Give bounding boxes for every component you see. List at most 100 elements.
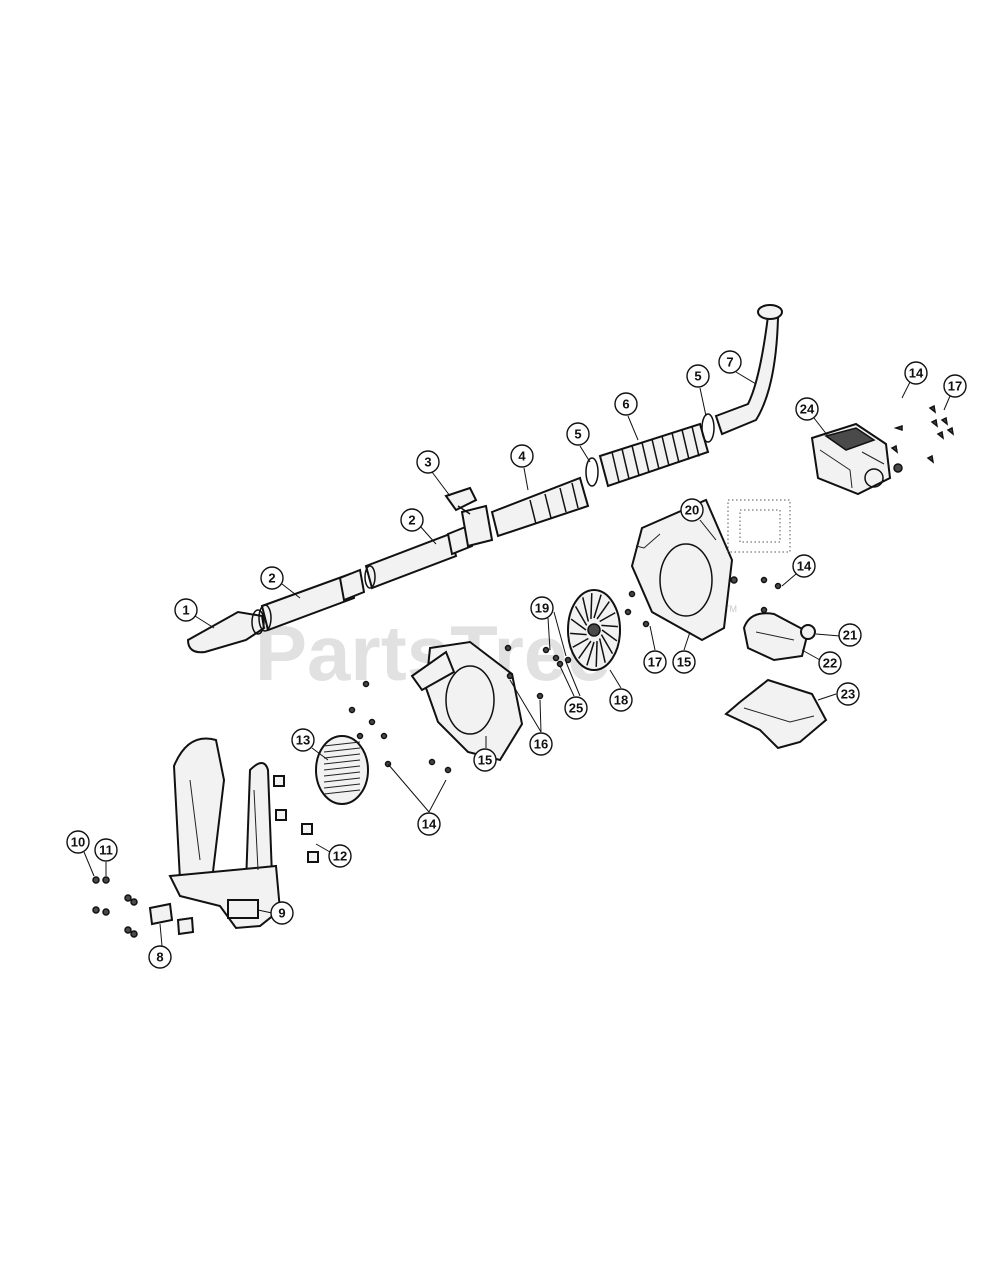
part-fan-housing-rear <box>630 498 738 642</box>
part-handle-swivel <box>444 486 494 548</box>
callout-label: 1 <box>182 603 189 618</box>
callout-24: 24 <box>795 397 819 421</box>
callout-20: 20 <box>680 498 704 522</box>
callout-circle <box>416 450 440 474</box>
part-backpack-frame <box>168 737 282 930</box>
callout-circle <box>566 422 590 446</box>
leader-line <box>83 851 95 877</box>
callout-3: 3 <box>416 450 440 474</box>
callout-circle <box>148 945 172 969</box>
leader-line <box>817 693 837 701</box>
leader-line <box>428 779 447 813</box>
callout-label: 14 <box>422 817 437 832</box>
leader-line <box>627 415 639 441</box>
grill-slat <box>323 777 361 783</box>
callout-8: 8 <box>148 945 172 969</box>
callout-circle <box>943 374 967 398</box>
leader-line <box>813 417 829 437</box>
part-impeller-fan <box>567 589 621 671</box>
callout-label: 12 <box>333 849 347 864</box>
callout-circle <box>838 623 862 647</box>
part-tank-shell <box>742 612 810 662</box>
hose-rib <box>631 445 640 476</box>
grill-slat <box>323 765 361 771</box>
leader-line <box>159 923 163 947</box>
leader-line <box>523 467 529 491</box>
part-swivel-tube <box>490 476 590 538</box>
leader-line <box>943 395 951 411</box>
part-nozzle <box>186 609 266 654</box>
fan-blade <box>574 605 588 626</box>
callout-circle <box>564 696 588 720</box>
callout-22: 22 <box>818 651 842 675</box>
screws-top-right <box>890 404 955 464</box>
hose-rib <box>651 439 660 470</box>
leader-line <box>801 649 821 661</box>
grill-slat <box>323 759 361 765</box>
grill-slat <box>323 747 361 753</box>
part-dotted-gasket <box>727 499 791 553</box>
callout-label: 9 <box>278 906 285 921</box>
leader-line <box>419 525 437 545</box>
leader-line <box>781 573 797 587</box>
callout-label: 23 <box>841 687 855 702</box>
part-intake-grill <box>315 735 369 805</box>
leader-line <box>547 617 551 651</box>
callout-circle <box>792 554 816 578</box>
callout-circle <box>94 838 118 862</box>
part-corrugated-hose <box>598 422 710 488</box>
hose-rib <box>611 451 620 483</box>
part-tube-lower <box>258 568 366 632</box>
callout-10: 10 <box>66 830 90 854</box>
part-clamp-ring-right <box>701 413 715 443</box>
callout-17: 17 <box>943 374 967 398</box>
callout-circle <box>530 596 554 620</box>
leader-line <box>559 665 575 697</box>
hose-rib <box>641 442 650 473</box>
fan-blade <box>601 629 618 642</box>
callout-circle <box>672 650 696 674</box>
grill-slat <box>323 789 361 795</box>
leader-line <box>901 381 911 399</box>
part-fan-housing-front <box>410 640 524 762</box>
callout-17: 17 <box>643 650 667 674</box>
callout-circle <box>174 598 198 622</box>
callout-5: 5 <box>686 364 710 388</box>
hose-rib <box>681 429 690 460</box>
fan-blade <box>601 624 618 628</box>
callout-label: 18 <box>614 693 628 708</box>
callout-circle <box>510 444 534 468</box>
callout-circle <box>680 498 704 522</box>
callout-label: 15 <box>677 655 691 670</box>
callout-label: 6 <box>622 397 629 412</box>
callout-18: 18 <box>609 688 633 712</box>
fan-blade <box>596 601 610 620</box>
callout-11: 11 <box>94 838 118 862</box>
callout-circle <box>270 901 294 925</box>
fan-blade <box>590 593 593 619</box>
leader-line <box>509 679 542 733</box>
callout-circle <box>400 508 424 532</box>
part-clamp-ring-left <box>585 457 599 487</box>
part-nuts-bottom-left <box>92 876 138 938</box>
callout-circle <box>609 688 633 712</box>
leader-line <box>315 843 331 853</box>
leader-line <box>815 633 841 637</box>
callout-14: 14 <box>417 812 441 836</box>
callout-label: 5 <box>694 369 701 384</box>
fan-blade <box>599 612 616 623</box>
hose-rib <box>661 435 670 467</box>
callout-circle <box>686 364 710 388</box>
grill-slat <box>323 753 361 759</box>
leader-line <box>735 371 757 385</box>
leader-line <box>699 387 707 417</box>
callout-label: 17 <box>648 655 662 670</box>
callout-label: 14 <box>909 366 924 381</box>
leader-line <box>431 471 451 497</box>
callout-21: 21 <box>838 623 862 647</box>
fan-blade <box>578 640 592 659</box>
leader-line <box>683 631 691 651</box>
callout-23: 23 <box>836 682 860 706</box>
